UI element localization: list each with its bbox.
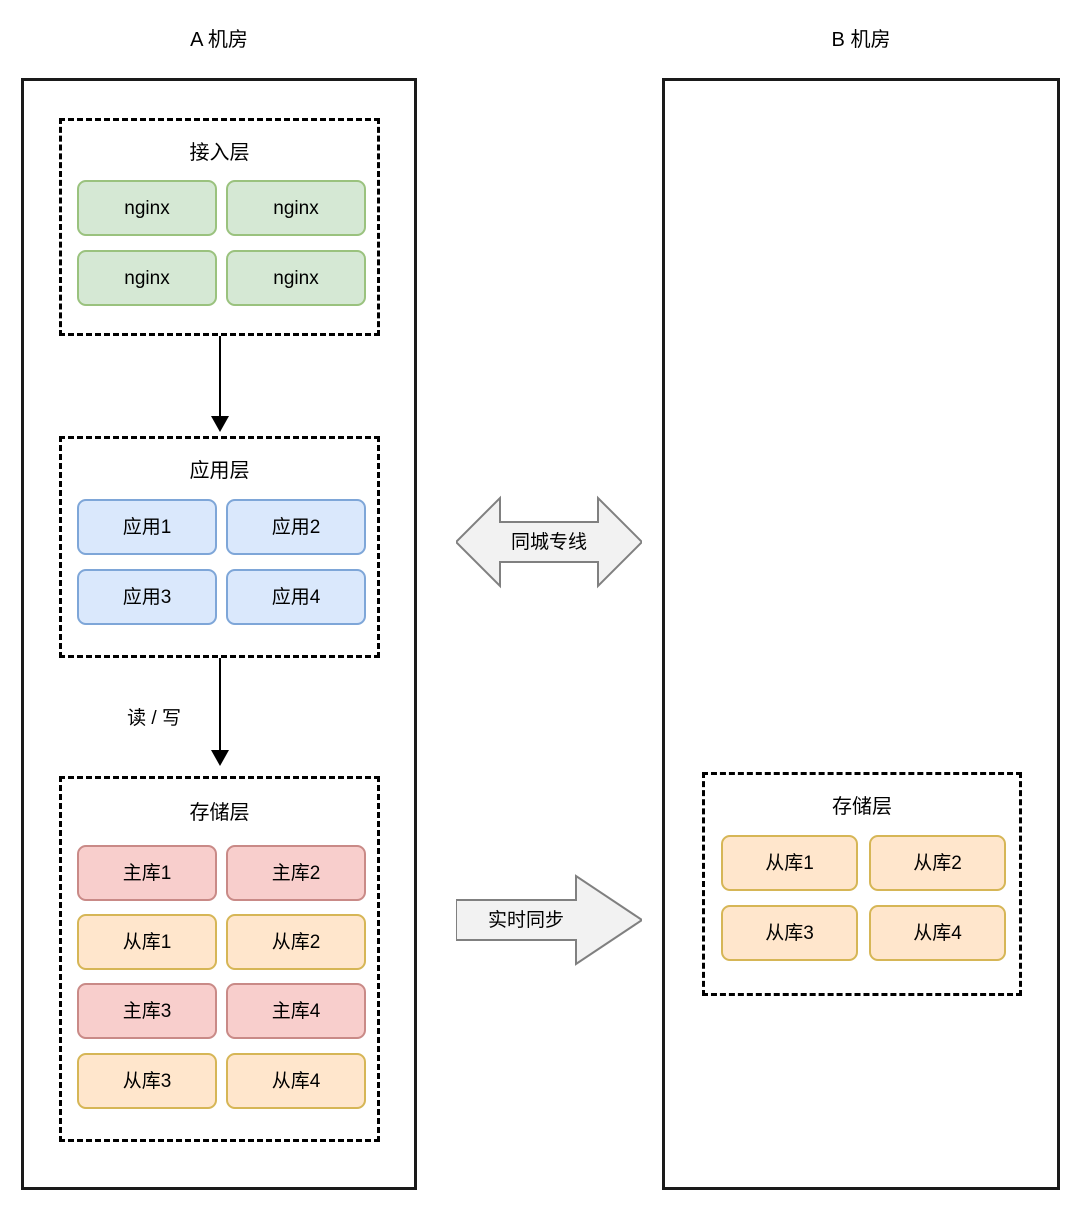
node-app-3[interactable]: 应用3 xyxy=(77,569,217,625)
node-slave-db-b-1[interactable]: 从库1 xyxy=(721,835,858,891)
node-app-4[interactable]: 应用4 xyxy=(226,569,366,625)
connector-read-write-label: 读 / 写 xyxy=(124,708,184,729)
node-slave-db-a-1[interactable]: 从库1 xyxy=(77,914,217,970)
node-nginx-2[interactable]: nginx xyxy=(226,180,366,236)
connector-access-to-app-arrowhead xyxy=(211,416,229,432)
node-master-db-4[interactable]: 主库4 xyxy=(226,983,366,1039)
node-app-1[interactable]: 应用1 xyxy=(77,499,217,555)
node-slave-db-b-3[interactable]: 从库3 xyxy=(721,905,858,961)
datacenter-b-frame xyxy=(662,78,1060,1190)
layer-app-a-title: 应用层 xyxy=(189,460,250,482)
node-slave-db-a-3[interactable]: 从库3 xyxy=(77,1053,217,1109)
connector-app-to-storage-arrowhead xyxy=(211,750,229,766)
node-slave-db-a-2[interactable]: 从库2 xyxy=(226,914,366,970)
cross-link-dedicated-line-arrow xyxy=(456,495,642,589)
node-nginx-1[interactable]: nginx xyxy=(77,180,217,236)
node-master-db-2[interactable]: 主库2 xyxy=(226,845,366,901)
connector-access-to-app-line xyxy=(219,336,221,418)
cross-link-realtime-sync-arrow xyxy=(456,874,642,966)
layer-storage-b-title: 存储层 xyxy=(832,796,892,818)
node-master-db-3[interactable]: 主库3 xyxy=(77,983,217,1039)
node-slave-db-b-2[interactable]: 从库2 xyxy=(869,835,1006,891)
node-app-2[interactable]: 应用2 xyxy=(226,499,366,555)
cross-link-dedicated-line-label: 同城专线 xyxy=(510,532,587,553)
node-nginx-3[interactable]: nginx xyxy=(77,250,217,306)
datacenter-b-title: B 机房 xyxy=(831,29,891,51)
layer-storage-a-title: 存储层 xyxy=(189,802,250,824)
connector-app-to-storage-line xyxy=(219,658,221,753)
node-master-db-1[interactable]: 主库1 xyxy=(77,845,217,901)
node-nginx-4[interactable]: nginx xyxy=(226,250,366,306)
cross-link-realtime-sync-label: 实时同步 xyxy=(487,910,564,931)
node-slave-db-b-4[interactable]: 从库4 xyxy=(869,905,1006,961)
node-slave-db-a-4[interactable]: 从库4 xyxy=(226,1053,366,1109)
datacenter-a-title: A 机房 xyxy=(190,29,248,51)
layer-access-a-title: 接入层 xyxy=(189,142,250,164)
